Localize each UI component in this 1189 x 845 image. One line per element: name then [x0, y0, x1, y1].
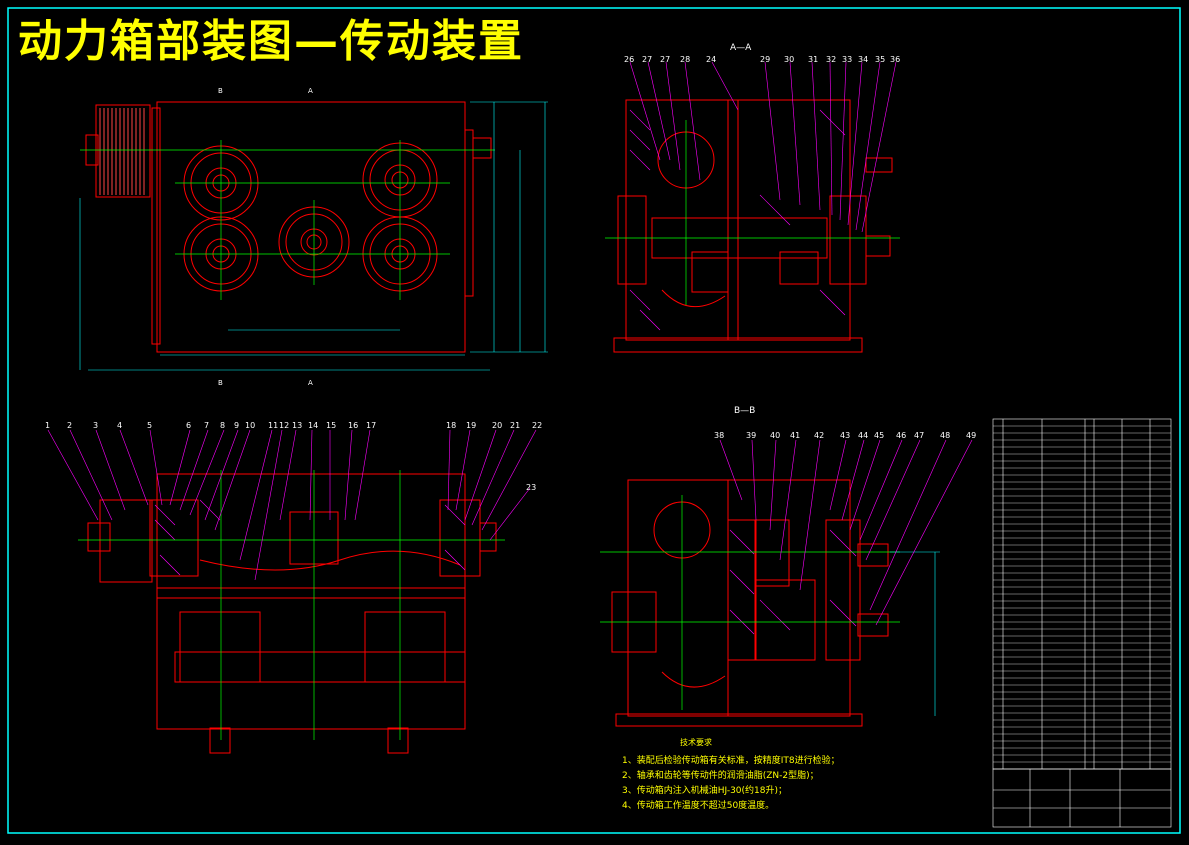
- callout-label: 43: [840, 431, 850, 440]
- bottom-left-hatching: [154, 499, 466, 576]
- callout-label: 33: [842, 55, 852, 64]
- callout-label: 16: [348, 421, 358, 430]
- technical-note-item: 2、轴承和齿轮等传动件的润滑油脂(ZN-2型脂)；: [622, 771, 819, 781]
- callout-label: 6: [186, 421, 191, 430]
- callout-label: 20: [492, 421, 502, 430]
- callout-label: 8: [220, 421, 225, 430]
- sheet-border: [7, 7, 1181, 834]
- section-a-centerlines: [605, 120, 900, 305]
- callout-label: 39: [746, 431, 756, 440]
- section-a-view: [613, 99, 893, 353]
- callout-label: 5: [147, 421, 152, 430]
- callout-label: 30: [784, 55, 794, 64]
- callout-label: 42: [814, 431, 824, 440]
- front-view: [85, 101, 492, 353]
- callout-label: 1: [45, 421, 50, 430]
- section-label-a: A—A: [730, 43, 752, 53]
- bottom-left-centerlines: [78, 470, 505, 740]
- callout-label: 13: [292, 421, 302, 430]
- front-view-dimensions: [79, 101, 548, 371]
- callout-label: 22: [532, 421, 542, 430]
- section-labels: A—A B—B B A B A: [218, 43, 755, 416]
- callout-label: 49: [966, 431, 976, 440]
- view-mark: A: [308, 87, 313, 95]
- section-b-centerlines: [600, 495, 900, 710]
- section-label-b: B—B: [734, 406, 755, 416]
- callout-label: 41: [790, 431, 800, 440]
- callout-label: 21: [510, 421, 520, 430]
- view-mark: B: [218, 87, 223, 95]
- technical-note-item: 3、传动箱内注入机械油HJ-30(约18升)；: [622, 786, 788, 796]
- callout-numbers-top-right: 26 27 27 28 24 29 30 31 32 33 34 35 36: [624, 55, 900, 64]
- callout-label: 2: [67, 421, 72, 430]
- callout-label: 15: [326, 421, 336, 430]
- technical-note-item: 4、传动箱工作温度不超过50度温度。: [622, 801, 775, 811]
- callout-label: 10: [245, 421, 255, 430]
- callout-label: 34: [858, 55, 868, 64]
- callout-label: 27: [642, 55, 652, 64]
- technical-note-item: 1、装配后检验传动箱有关标准，按精度IT8进行检验；: [622, 756, 840, 766]
- drawing-title: 动力箱部装图—传动装置: [18, 16, 524, 67]
- view-mark: B: [218, 379, 223, 387]
- callout-label: 31: [808, 55, 818, 64]
- technical-notes-title: 技术要求: [680, 738, 712, 747]
- callout-label: 48: [940, 431, 950, 440]
- technical-notes: 技术要求 1、装配后检验传动箱有关标准，按精度IT8进行检验； 2、轴承和齿轮等…: [622, 735, 840, 814]
- title-block: [992, 768, 1172, 828]
- callout-label: 17: [366, 421, 376, 430]
- section-a-hatching: [629, 109, 846, 331]
- callout-label: 28: [680, 55, 690, 64]
- section-b-dimensions: [890, 551, 940, 716]
- callout-label: 9: [234, 421, 239, 430]
- callout-label: 47: [914, 431, 924, 440]
- callout-label: 4: [117, 421, 122, 430]
- view-mark: A: [308, 379, 313, 387]
- callout-label: 27: [660, 55, 670, 64]
- callout-label: 12: [279, 421, 289, 430]
- callout-label: 44: [858, 431, 868, 440]
- callout-leaders: [47, 61, 973, 626]
- section-b-view: [611, 479, 889, 727]
- callout-numbers-bottom-right: 38 39 40 41 42 43 44 45 46 47 48 49: [714, 431, 976, 440]
- callout-label: 45: [874, 431, 884, 440]
- callout-label: 19: [466, 421, 476, 430]
- callout-label: 14: [308, 421, 318, 430]
- callout-label: 35: [875, 55, 885, 64]
- callout-label: 40: [770, 431, 780, 440]
- section-b-hatching: [729, 529, 857, 635]
- callout-label: 36: [890, 55, 900, 64]
- callout-label: 29: [760, 55, 770, 64]
- callout-label: 11: [268, 421, 278, 430]
- callout-label: 24: [706, 55, 716, 64]
- callout-label: 46: [896, 431, 906, 440]
- parts-list-rows: [993, 425, 1171, 763]
- callout-label: 26: [624, 55, 634, 64]
- front-view-centerlines: [80, 140, 495, 300]
- callout-label: 32: [826, 55, 836, 64]
- callout-label: 23: [526, 483, 536, 492]
- callout-numbers-bottom-left: 1 2 3 4 5 6 7 8 9 10 11 12 13 14 15 16 1…: [45, 421, 542, 492]
- callout-label: 3: [93, 421, 98, 430]
- callout-label: 18: [446, 421, 456, 430]
- callout-label: 38: [714, 431, 724, 440]
- callout-label: 7: [204, 421, 209, 430]
- bottom-left-view: [87, 473, 497, 754]
